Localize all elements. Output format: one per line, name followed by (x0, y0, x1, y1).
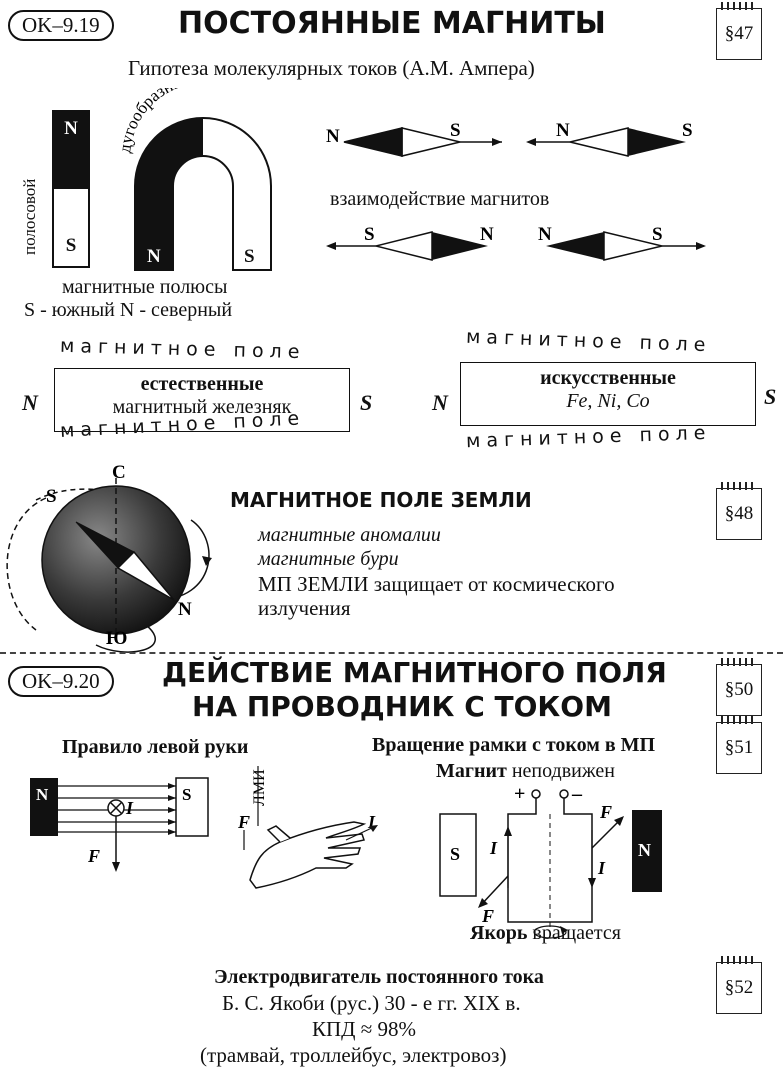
section-title-permanent-magnets: ПОСТОЯННЫЕ МАГНИТЫ (178, 6, 606, 41)
horseshoe-north: N (147, 246, 161, 267)
frame-current-left: I (489, 838, 498, 858)
natural-north: N (22, 390, 38, 415)
earth-field-diagram: С Ю S N (6, 462, 212, 653)
earth-protection-line2: излучения (258, 596, 351, 620)
artificial-magnets-title: искусственные (540, 367, 676, 389)
armature-caption: Якорь вращается (470, 922, 621, 944)
horseshoe-south: S (244, 246, 255, 267)
motor-applications: (трамвай, троллейбус, электровоз) (200, 1043, 507, 1067)
section-title-line1: ДЕЙСТВИЕ МАГНИТНОГО ПОЛЯ (162, 656, 667, 689)
earth-protection-line1: МП ЗЕМЛИ защищает от космического (258, 572, 615, 596)
earth-field-title: МАГНИТНОЕ ПОЛЕ ЗЕМЛИ (230, 488, 532, 512)
natural-magnets-title: естественные (140, 373, 264, 395)
svg-text:S: S (652, 224, 663, 245)
svg-text:S: S (450, 120, 461, 141)
earth-storms: магнитные бури (258, 548, 399, 570)
needle-pair-4: N S (538, 224, 706, 261)
frame-force-right: F (599, 802, 612, 822)
poles-caption: магнитные полюсы (62, 276, 228, 298)
field-force-label: F (87, 846, 100, 866)
svg-text:N: N (326, 126, 340, 147)
motor-inventor: Б. С. Якоби (рус.) 30 - е гг. XIX в. (222, 991, 521, 1015)
bar-magnet-label: полосовой (20, 178, 39, 255)
section-title-line2: НА ПРОВОДНИК С ТОКОМ (192, 690, 612, 723)
field-current-label: I (125, 798, 134, 818)
section-code-9-20: OK–9.20 (8, 666, 114, 697)
svg-text:S: S (364, 224, 375, 245)
earth-label-magnetic-s: S (46, 486, 57, 507)
magnet-interaction-diagram: N S N S S N N S (326, 120, 706, 261)
needle-pair-1: N S (326, 120, 502, 157)
ampere-hypothesis: Гипотеза молекулярных токов (А.М. Ампера… (128, 56, 535, 80)
field-magnet-north: N (36, 785, 49, 804)
svg-text:N: N (556, 120, 570, 141)
motor-efficiency: КПД ≈ 98% (312, 1017, 417, 1041)
field-label-natural-top: магнитное поле (59, 334, 306, 364)
paragraph-ref-52: §52 (716, 956, 762, 1014)
hand-current-label: I (367, 812, 376, 832)
frame-magnet-north: N (638, 840, 651, 860)
hand-force-label: F (237, 812, 250, 832)
poles-legend: S - южный N - северный (24, 299, 233, 321)
artificial-north: N (432, 390, 448, 415)
paragraph-ref-50: §50 (716, 658, 762, 716)
bar-magnet-north: N (54, 112, 88, 189)
frame-current-right: I (597, 858, 606, 878)
left-hand-rule-title: Правило левой руки (62, 736, 249, 758)
field-label-artificial-top: магнитное поле (465, 325, 712, 357)
magnet-static-caption: Магнит неподвижен (436, 760, 616, 782)
svg-text:N: N (538, 224, 552, 245)
horseshoe-magnet: дугообразный N S (120, 88, 272, 271)
section-code-9-19: OK–9.19 (8, 10, 114, 41)
bar-magnet-south: S (65, 235, 77, 256)
svg-text:N: N (480, 224, 494, 245)
natural-magnets-sub: магнитный железняк (112, 396, 292, 418)
paragraph-ref-51: §51 (716, 716, 762, 774)
natural-south: S (360, 390, 373, 415)
earth-label-magnetic-n: N (178, 599, 192, 620)
earth-label-south-geo: Ю (106, 628, 127, 649)
natural-magnets-box: естественные магнитный железняк (54, 368, 350, 432)
section-divider (0, 652, 783, 654)
frame-rotation-title: Вращение рамки с током в МП (372, 734, 656, 756)
interaction-caption: взаимодействие магнитов (330, 188, 550, 210)
needle-pair-3: S N (326, 224, 494, 261)
lmi-label: ЛМИ (251, 769, 268, 806)
paragraph-ref-48: §48 (716, 482, 762, 540)
left-hand-illustration: ЛМИ F I (237, 766, 378, 889)
terminal-plus: + (514, 784, 525, 805)
artificial-magnets-sub: Fe, Ni, Co (566, 390, 650, 412)
earth-anomalies: магнитные аномалии (258, 524, 441, 546)
field-label-artificial-bottom: магнитное поле (465, 421, 712, 453)
needle-pair-2: N S (526, 120, 693, 157)
rotating-frame-diagram: S N + – I I F F (439, 784, 662, 939)
frame-magnet-south: S (450, 844, 460, 864)
artificial-south: S (764, 384, 777, 409)
frame-force-left: F (481, 906, 494, 926)
motor-title: Электродвигатель постоянного тока (214, 966, 544, 988)
terminal-minus: – (571, 784, 583, 805)
artificial-magnets-box: искусственные Fe, Ni, Co (460, 362, 756, 426)
earth-label-north-geo: С (112, 462, 126, 483)
left-hand-field-diagram: N S I F (30, 777, 209, 872)
bar-magnet: N S (52, 110, 90, 268)
paragraph-ref-47: §47 (716, 2, 762, 60)
svg-text:S: S (682, 120, 693, 141)
field-magnet-south: S (182, 785, 191, 804)
